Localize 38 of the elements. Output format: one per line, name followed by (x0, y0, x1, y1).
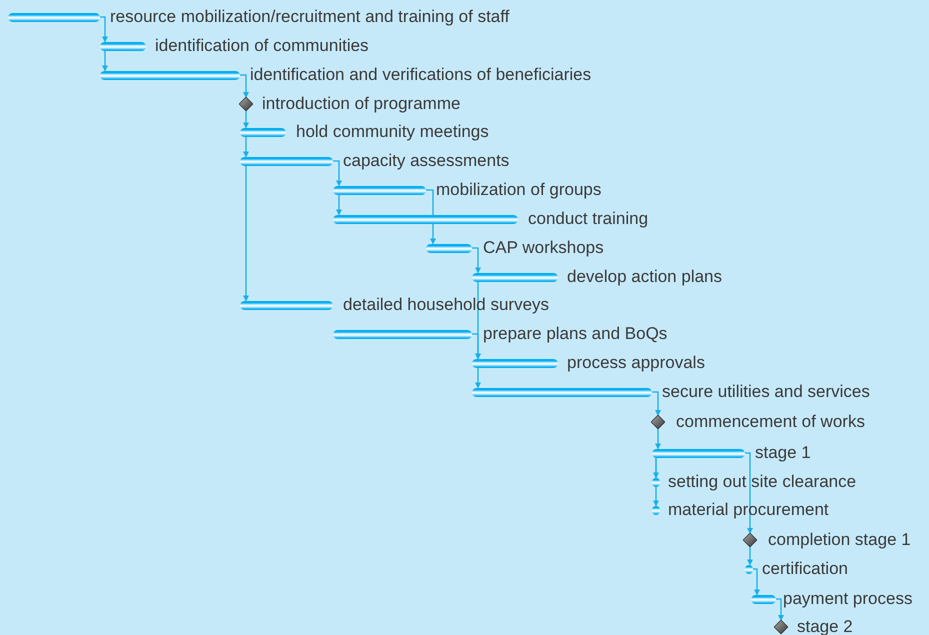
dependency-arrow (333, 160, 342, 186)
task-label: hold community meetings (296, 123, 489, 141)
dependency-arrow (655, 429, 661, 450)
dependency-arrow (102, 50, 108, 72)
task-label: setting out site clearance (668, 473, 856, 491)
task-label: conduct training (528, 210, 648, 228)
dependency-arrow (336, 194, 342, 216)
dependency-arrow (753, 568, 760, 596)
dependency-arrow (747, 547, 753, 566)
task-label: develop action plans (567, 268, 722, 286)
dependency-arrow (472, 247, 481, 274)
task-label: introduction of programme (262, 95, 460, 113)
dependency-arrow (243, 111, 249, 128)
task-label: mobilization of groups (436, 181, 602, 199)
dependency-arrow (653, 458, 659, 506)
dependency-arrow (243, 136, 249, 158)
dependency-arrow (243, 166, 249, 302)
task-label: resource mobilization/recruitment and training of staff (110, 8, 510, 26)
task-label: identification of communities (155, 37, 369, 55)
dependency-arrow (100, 16, 108, 42)
dependency-arrow (475, 368, 481, 388)
task-label: completion stage 1 (768, 531, 911, 549)
dependency-arrow (745, 452, 753, 534)
task-label: certification (762, 560, 848, 578)
dependency-arrow (240, 74, 249, 98)
task-label: prepare plans and BoQs (483, 325, 668, 343)
task-label: payment process (783, 590, 912, 608)
task-label: CAP workshops (483, 239, 604, 257)
task-label: commencement of works (676, 413, 865, 431)
task-label: secure utilities and services (662, 383, 870, 401)
task-label: process approvals (567, 354, 705, 372)
task-label: stage 1 (755, 444, 811, 462)
task-label: identification and verifications of beneficiaries (250, 66, 592, 84)
dependency-arrow (652, 391, 661, 416)
task-label: capacity assessments (343, 152, 510, 170)
dependency-arrow (426, 189, 436, 244)
dependency-arrow (472, 333, 481, 360)
dependency-arrow (776, 598, 784, 621)
